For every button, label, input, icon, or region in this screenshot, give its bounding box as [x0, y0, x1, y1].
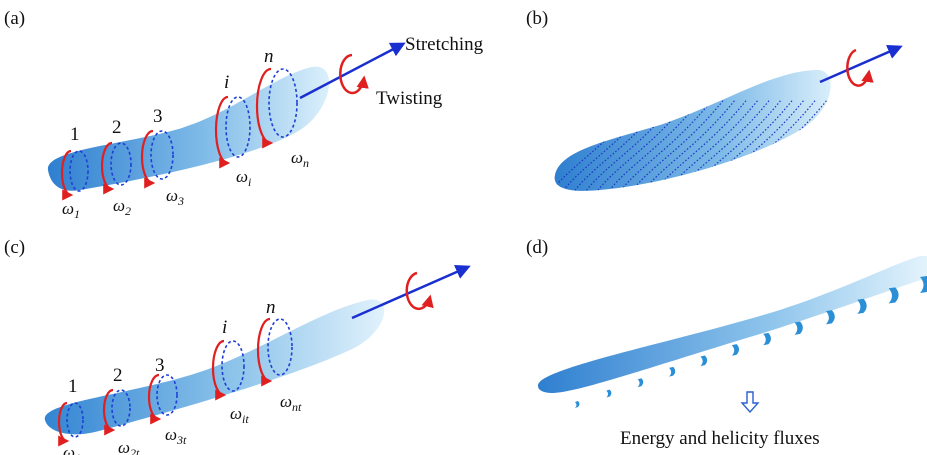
- vortex-tube-c: [44, 299, 385, 435]
- stretching-arrow-c: [351, 264, 471, 320]
- omega-i-c: ωit: [230, 404, 249, 426]
- ring-1-a: [60, 149, 89, 201]
- vortex-fragment: [637, 378, 644, 388]
- omega-1-c: ω1t: [63, 443, 85, 455]
- panel-a: (a) Stretching Twisting 1 2: [4, 8, 484, 221]
- vortex-tube-a: [47, 66, 330, 191]
- panel-d: (d) Energy and helicity fluxes: [526, 237, 927, 449]
- ring-i-a: [214, 95, 251, 169]
- stretching-label: Stretching: [405, 34, 484, 55]
- vortex-line: [581, 99, 678, 191]
- ring-index-1-a: 1: [70, 124, 80, 145]
- vortex-fragment: [575, 401, 580, 408]
- omega-2-c: ω2t: [118, 438, 140, 455]
- vortex-fragment: [857, 298, 867, 314]
- vortex-line: [558, 99, 655, 191]
- panel-b-label: (b): [526, 8, 548, 29]
- omega-3-c: ω3t: [165, 425, 187, 447]
- vortex-tube-b: [554, 69, 831, 191]
- twisting-arrow-a: [339, 53, 369, 95]
- flux-down-arrow: [740, 391, 760, 414]
- stretching-arrow-b: [819, 44, 903, 84]
- flux-caption: Energy and helicity fluxes: [620, 428, 820, 449]
- ring-index-n-c: n: [266, 297, 276, 318]
- ring-3-c: [147, 373, 178, 425]
- ring-i-c: [211, 339, 245, 401]
- vortex-fragment: [825, 310, 835, 325]
- vortex-fragment: [700, 355, 708, 367]
- vortex-line: [811, 99, 831, 191]
- ring-index-n-a: n: [264, 46, 274, 67]
- twisting-label: Twisting: [376, 88, 443, 109]
- vortex-fragment: [888, 287, 899, 304]
- vortex-line: [570, 99, 667, 191]
- ring-index-2-a: 2: [112, 117, 122, 138]
- vortex-line: [593, 99, 690, 191]
- ring-2-a: [100, 141, 132, 195]
- ring-index-2-c: 2: [113, 365, 123, 386]
- ring-index-3-c: 3: [155, 355, 165, 376]
- small-scale-vortex-fragments: [575, 276, 927, 408]
- omega-n-a: ωn: [291, 148, 309, 170]
- vortex-fragment: [669, 366, 676, 377]
- vortex-tube-d: [537, 256, 927, 393]
- omega-i-a: ωi: [236, 167, 251, 189]
- panel-a-label: (a): [4, 8, 25, 29]
- twisting-arrow-b: [846, 48, 874, 87]
- panel-c: (c) 1 2 3 i n ω1t ω2t ω3t: [4, 237, 471, 455]
- ring-3-a: [140, 129, 174, 189]
- ring-index-1-c: 1: [68, 376, 78, 397]
- ring-1-c: [57, 401, 84, 447]
- ring-n-c: [256, 317, 293, 387]
- vortex-fragment: [920, 276, 927, 293]
- vortex-line: [604, 99, 701, 191]
- ring-index-3-a: 3: [153, 106, 163, 127]
- vortex-line: [616, 99, 713, 191]
- ring-index-i-c: i: [222, 317, 227, 338]
- ring-index-i-a: i: [224, 72, 229, 93]
- ring-n-a: [255, 67, 298, 149]
- stretching-arrow-a: [299, 42, 406, 100]
- omega-1-a: ω1: [62, 199, 80, 221]
- vortex-fragment: [763, 332, 771, 346]
- ring-2-c: [102, 388, 131, 436]
- panel-c-label: (c): [4, 237, 25, 258]
- twisting-arrow-c: [405, 271, 434, 311]
- panel-b: (b): [526, 8, 903, 191]
- omega-n-c: ωnt: [280, 392, 302, 414]
- vortex-fragment: [731, 344, 740, 356]
- omega-2-a: ω2: [113, 196, 131, 218]
- vortex-fragment: [794, 321, 803, 335]
- panel-d-label: (d): [526, 237, 548, 258]
- omega-3-a: ω3: [166, 186, 184, 208]
- vortex-fragment: [606, 389, 612, 398]
